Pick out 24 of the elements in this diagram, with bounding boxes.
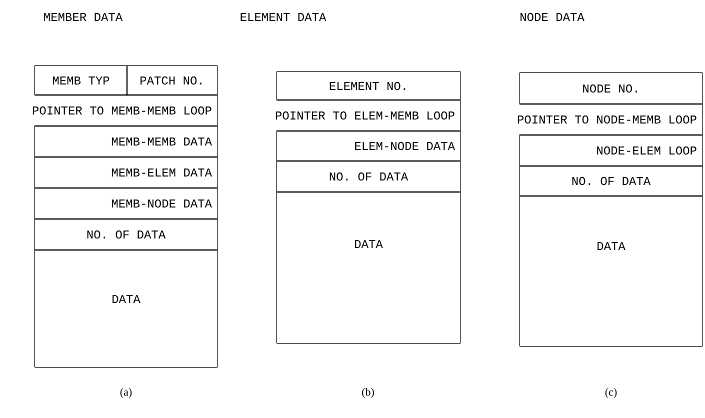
table-cell: DATA <box>34 249 218 368</box>
table-cell: NO. OF DATA <box>276 160 461 193</box>
table-cell: ELEMENT NO. <box>276 71 461 101</box>
table-cell: MEMB TYP <box>34 65 128 96</box>
table-cell: POINTER TO MEMB-MEMB LOOP <box>32 94 218 127</box>
table-cell: MEMB-MEMB DATA <box>34 125 218 158</box>
panel-caption: (b) <box>362 388 374 398</box>
table-cell: POINTER TO ELEM-MEMB LOOP <box>276 99 461 132</box>
table-cell: PATCH NO. <box>126 65 218 96</box>
panel-caption: (a) <box>120 388 132 398</box>
table-heading: MEMBER DATA <box>44 13 123 21</box>
table-cell: DATA <box>519 195 703 347</box>
table-heading: NODE DATA <box>520 12 584 22</box>
table-cell: ELEM-NODE DATA <box>276 130 461 162</box>
table-cell: NO. OF DATA <box>34 218 218 251</box>
table-cell: NODE-ELEM LOOP <box>519 134 703 167</box>
table-cell: MEMB-NODE DATA <box>34 187 218 220</box>
table-cell: POINTER TO NODE-MEMB LOOP <box>518 103 703 136</box>
table-cell: DATA <box>276 191 461 344</box>
table-heading: ELEMENT DATA <box>240 13 326 21</box>
table-cell: NO. OF DATA <box>519 165 703 197</box>
table-cell: MEMB-ELEM DATA <box>34 156 218 189</box>
table-cell: NODE NO. <box>519 72 703 105</box>
panel-caption: (c) <box>605 388 617 398</box>
